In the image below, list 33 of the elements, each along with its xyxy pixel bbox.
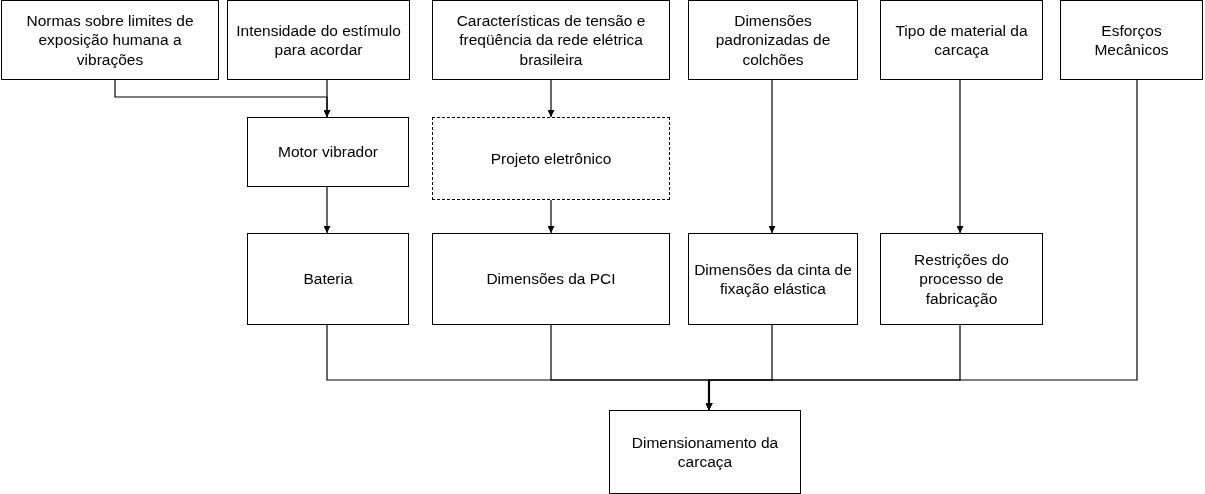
box-label: Dimensões padronizadas de colchões bbox=[714, 10, 832, 70]
arrow bbox=[705, 79, 1138, 411]
box-label: Restrições do processo de fabricação bbox=[913, 249, 1010, 309]
process-box bbox=[432, 117, 670, 200]
process-box bbox=[688, 0, 858, 80]
arrow bbox=[323, 79, 331, 118]
process-box bbox=[688, 233, 858, 325]
process-box bbox=[432, 233, 670, 325]
box-label: Bateria bbox=[303, 269, 353, 289]
box-label: Dimensões da PCI bbox=[486, 269, 616, 289]
box-label: Motor vibrador bbox=[278, 142, 378, 162]
process-box bbox=[880, 233, 1043, 325]
box-label: Dimensionamento da carcaça bbox=[630, 432, 780, 472]
process-box bbox=[247, 233, 409, 325]
arrow bbox=[547, 79, 555, 118]
box-label: Tipo de material da carcaça bbox=[894, 20, 1029, 60]
box-label: Dimensões da cinta de fixação elástica bbox=[693, 259, 853, 299]
box-label: Normas sobre limites de exposição humana a vibrações bbox=[25, 10, 195, 70]
box-label: Intensidade do estímulo para acordar bbox=[235, 20, 402, 60]
arrow bbox=[956, 79, 964, 234]
process-box bbox=[609, 410, 801, 494]
arrow bbox=[547, 199, 555, 234]
process-box bbox=[1, 0, 219, 80]
arrow bbox=[768, 79, 776, 234]
process-box bbox=[227, 0, 410, 80]
arrow bbox=[323, 186, 331, 234]
box-label: Características de tensão e freqüência da rede elétrica brasileira bbox=[455, 10, 647, 70]
box-label: Projeto eletrônico bbox=[490, 148, 612, 169]
box-label: Esforços Mecânicos bbox=[1093, 20, 1170, 60]
process-box bbox=[432, 0, 670, 80]
process-box bbox=[247, 117, 409, 187]
process-box bbox=[1060, 0, 1203, 80]
process-box bbox=[880, 0, 1043, 80]
